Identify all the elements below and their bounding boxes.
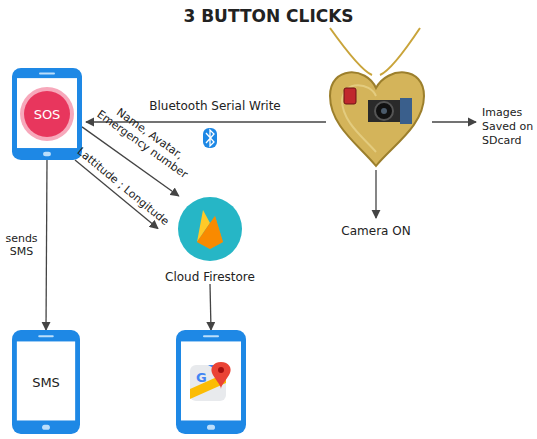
maps-icon [188, 359, 234, 405]
home-button [42, 425, 50, 430]
camera-body [368, 100, 402, 122]
button [344, 88, 356, 104]
maps-logo-letter: G [196, 370, 207, 385]
chain [330, 28, 420, 75]
bluetooth-icon [203, 128, 217, 148]
node-label: Cloud Firestore [165, 270, 255, 284]
camera-label: Camera ON [326, 224, 426, 239]
sos-phone: SOS [12, 68, 82, 160]
connector [46, 160, 47, 330]
camera-lens [375, 102, 393, 120]
phone-body [12, 330, 80, 434]
home-button [43, 152, 51, 157]
maps-phone: G [176, 330, 246, 434]
circuit-board [400, 98, 412, 124]
cloud-firestore: Cloud Firestore [158, 196, 262, 284]
phone-body [12, 68, 82, 160]
home-button [207, 425, 215, 430]
phone-screen [17, 341, 75, 420]
phone-screen [17, 78, 77, 148]
phone-screen [181, 341, 241, 420]
storage-arrow [432, 121, 476, 122]
heart-pendant [330, 72, 424, 166]
camera-arrow [375, 170, 376, 218]
map-pin [211, 362, 230, 389]
bluetooth-label: Bluetooth Serial Write [120, 99, 310, 114]
sos-button: SOS [24, 91, 70, 137]
firebase-icon [177, 196, 243, 262]
edge-label: sends SMS [1, 232, 43, 258]
phone-body [176, 330, 246, 434]
connector [210, 284, 211, 330]
diagram-title: 3 BUTTON CLICKS [0, 6, 537, 26]
connector [75, 160, 158, 229]
storage-label: Images Saved on SDcard [482, 106, 534, 147]
sms-phone: SMS [12, 330, 80, 434]
phone-text: SMS [32, 375, 60, 390]
